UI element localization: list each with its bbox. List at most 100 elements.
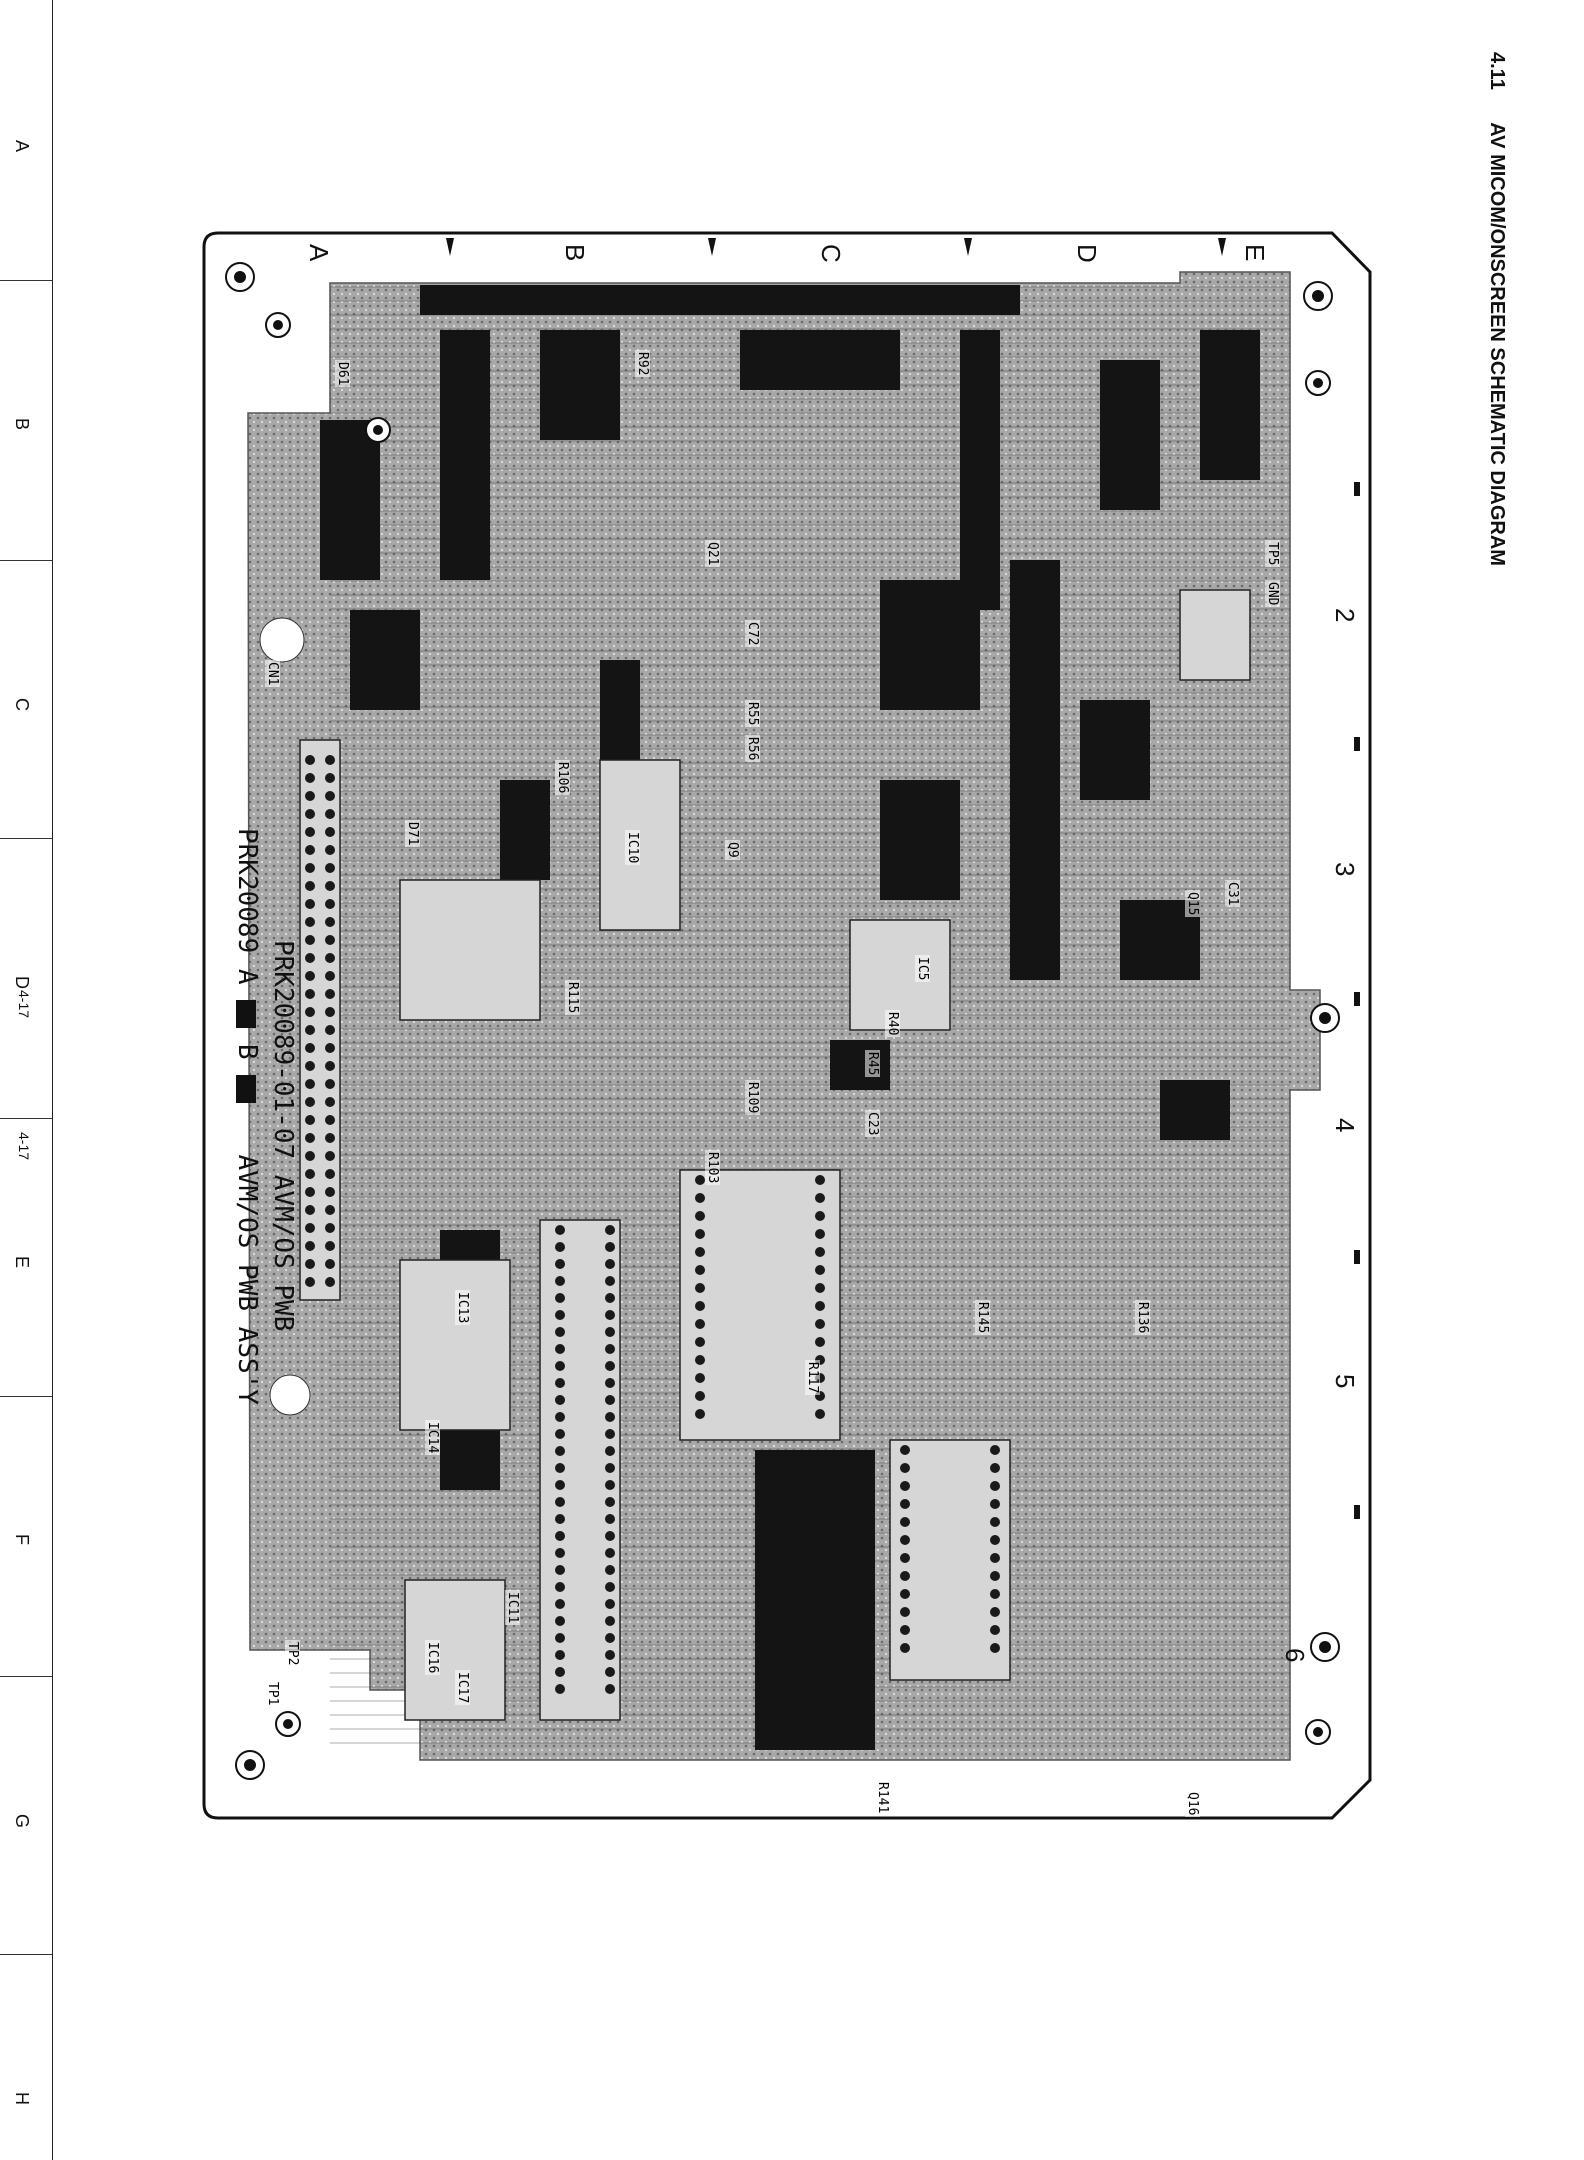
component-label: R103 [705,1150,720,1185]
board-column-number-3: 3 [1329,862,1360,876]
board-silkscreen-variant: PRK20089-01-07 AVM/OS PWB [268,940,298,1331]
pin-pad [815,1409,825,1419]
board-column-number-4: 4 [1329,1118,1360,1132]
pin-pad [305,917,315,927]
pin-pad [900,1499,910,1509]
pin-pad [815,1319,825,1329]
pin-pad [555,1633,565,1643]
pin-pad [325,1151,335,1161]
board-row-letter-a: A [303,244,334,261]
pin-pad [325,1097,335,1107]
pin-pad [695,1391,705,1401]
pin-pad [325,1025,335,1035]
pin-pad [305,1007,315,1017]
pin-pad [605,1514,615,1524]
pin-pad [325,1241,335,1251]
pin-pad [325,917,335,927]
pin-pad [305,935,315,945]
pin-pad [325,1259,335,1269]
component-label: C31 [1225,880,1240,907]
board-row-letter-c: C [815,244,846,263]
pin-pad [555,1599,565,1609]
pin-pad [305,1079,315,1089]
pin-pad [325,1169,335,1179]
component-label: IC16 [425,1640,440,1675]
pin-pad [325,1223,335,1233]
pin-pad [990,1571,1000,1581]
pin-pad [605,1616,615,1626]
board-column-number-5: 5 [1329,1374,1360,1388]
component-label: R117 [805,1360,820,1395]
pin-pad [555,1259,565,1269]
pin-pad [555,1378,565,1388]
board-side-marker: PRK20089 A [232,828,262,985]
pin-pad [555,1327,565,1337]
pin-pad [605,1429,615,1439]
pin-pad [305,827,315,837]
pin-pad [325,953,335,963]
pin-pad [605,1497,615,1507]
pin-pad [325,899,335,909]
pin-pad [555,1548,565,1558]
board-side-marker-block-b [237,1075,257,1103]
pin-pad [325,989,335,999]
pin-pad [555,1276,565,1286]
pin-pad [305,1277,315,1287]
pin-pad [305,773,315,783]
pin-pad [555,1429,565,1439]
pin-pad [605,1310,615,1320]
pin-pad [305,845,315,855]
pin-pad [695,1409,705,1419]
pin-pad [325,881,335,891]
pin-pad [695,1319,705,1329]
pin-pad [325,1043,335,1053]
pin-pad [990,1481,1000,1491]
pin-pad [605,1327,615,1337]
pin-pad [605,1582,615,1592]
pin-pad [695,1265,705,1275]
pin-pad [305,953,315,963]
pin-pad [900,1589,910,1599]
pin-pad [305,1241,315,1251]
pin-pad [555,1225,565,1235]
pin-pad [695,1283,705,1293]
pin-pad [325,773,335,783]
pin-pad [900,1445,910,1455]
pin-pad [325,1061,335,1071]
pin-pad [605,1276,615,1286]
pin-pad [815,1229,825,1239]
component-label: R55 [745,700,760,727]
component-label: R40 [885,1010,900,1037]
pin-pad [815,1193,825,1203]
pin-pad [900,1625,910,1635]
component-label: GND [1265,580,1280,607]
board-silkscreen-marker: PRK20089 A B AVM/OS PWB ASS'Y [232,828,262,1405]
pin-pad [990,1535,1000,1545]
pin-pad [305,1025,315,1035]
pin-pad [555,1565,565,1575]
board-side-marker-b: B [232,1044,262,1060]
pin-pad [605,1259,615,1269]
pin-pad [815,1301,825,1311]
board-column-number-2: 2 [1329,608,1360,622]
pin-pad [305,863,315,873]
pin-pad [990,1445,1000,1455]
pin-pad [605,1378,615,1388]
pin-pad [325,1007,335,1017]
pin-pad [325,1277,335,1287]
pin-pad [815,1283,825,1293]
pin-pad [695,1229,705,1239]
pin-pad [555,1361,565,1371]
pin-pad [695,1247,705,1257]
pin-pad [605,1361,615,1371]
component-label: TP5 [1265,540,1280,567]
component-label: C72 [745,620,760,647]
component-label: IC13 [455,1290,470,1325]
pin-pad [325,809,335,819]
pin-pad [605,1480,615,1490]
pin-pad [815,1175,825,1185]
pin-pad [555,1497,565,1507]
component-label: D71 [405,820,420,847]
pin-pad [900,1481,910,1491]
component-label: R45 [865,1050,880,1077]
